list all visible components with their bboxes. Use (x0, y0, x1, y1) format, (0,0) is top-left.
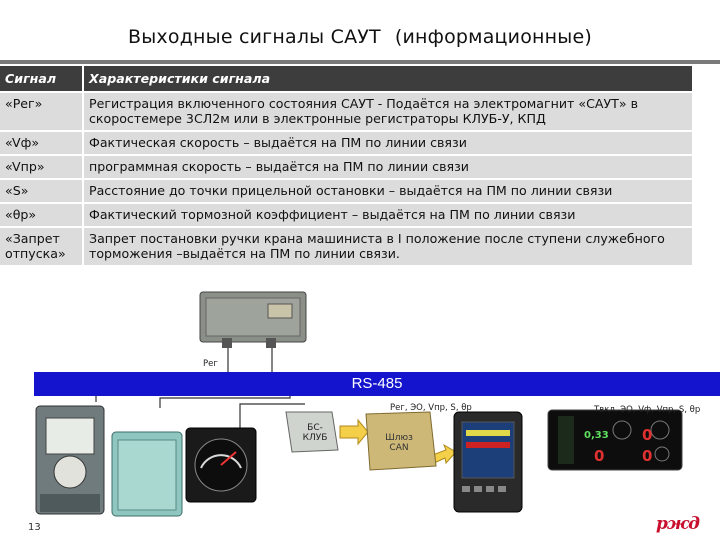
description-cell: программная скорость – выдаётся на ПМ по… (83, 155, 692, 180)
rs485-bus: RS-485 (34, 372, 720, 396)
signal-cell: «Запрет отпуска» (0, 227, 84, 267)
table-row: «Vф» Фактическая скорость – выдаётся на … (0, 131, 692, 156)
description-cell: Запрет постановки ручки крана машиниста … (83, 227, 692, 267)
title-sub: (информационные) (394, 26, 593, 48)
table-row: «S» Расстояние до точки прицельной остан… (0, 179, 692, 204)
reg-label: Рег (203, 359, 218, 369)
system-diagram (35, 291, 683, 517)
gateway-can-label: Шлюз CAN (385, 433, 413, 453)
control-panel-image (111, 431, 183, 517)
table-header-row: Сигнал Характеристики сигнала (0, 66, 692, 93)
rzd-logo: ржд (656, 514, 700, 534)
gateway-can-image (365, 411, 437, 471)
table-row: «Запрет отпуска» Запрет постановки ручки… (0, 227, 692, 267)
signal-cell: «Vф» (0, 131, 84, 156)
header-description: Характеристики сигнала (83, 66, 692, 93)
display-zero-left: 0 (594, 447, 605, 465)
table-row: «Рег» Регистрация включенного состояния … (0, 92, 692, 132)
title-main: Выходные сигналы САУТ (127, 26, 381, 48)
klub-indicator-image (185, 427, 257, 503)
bs-klub-label: БС-КЛУБ (302, 423, 328, 443)
title-rule (0, 60, 720, 64)
description-cell: Расстояние до точки прицельной остановки… (83, 179, 692, 204)
signals-right-label: Твкл, ЭО, Vф, Vпр, S, θр (594, 405, 701, 415)
driver-display-image (547, 409, 683, 471)
speedometer-image (35, 405, 105, 515)
signals-table: Сигнал Характеристики сигнала «Рег» Реги… (0, 66, 692, 267)
header-signal: Сигнал (0, 66, 84, 93)
description-cell: Фактический тормозной коэффициент – выда… (83, 203, 692, 228)
page-number: 13 (28, 522, 41, 533)
description-cell: Фактическая скорость – выдаётся на ПМ по… (83, 131, 692, 156)
signal-arrows (339, 418, 457, 465)
table-row: «θр» Фактический тормозной коэффициент –… (0, 203, 692, 228)
signal-cell: «S» (0, 179, 84, 204)
description-cell: Регистрация включенного состояния САУТ -… (83, 92, 692, 132)
display-zero-right: 0 (642, 447, 653, 465)
signal-cell: «Vпр» (0, 155, 84, 180)
display-zero-top: 0 (642, 426, 653, 444)
saut-unit-image (199, 291, 307, 348)
signal-cell: «Рег» (0, 92, 84, 132)
signal-cell: «θр» (0, 203, 84, 228)
slide-title: Выходные сигналы САУТ (информационные) (0, 26, 720, 48)
bs-klub-image (285, 411, 339, 453)
display-speed-value: 0,33 (584, 430, 609, 441)
bil-display-image (453, 411, 523, 513)
signals-mid-label: Рег, ЭО, Vпр, S, θр (390, 403, 472, 413)
table-row: «Vпр» программная скорость – выдаётся на… (0, 155, 692, 180)
